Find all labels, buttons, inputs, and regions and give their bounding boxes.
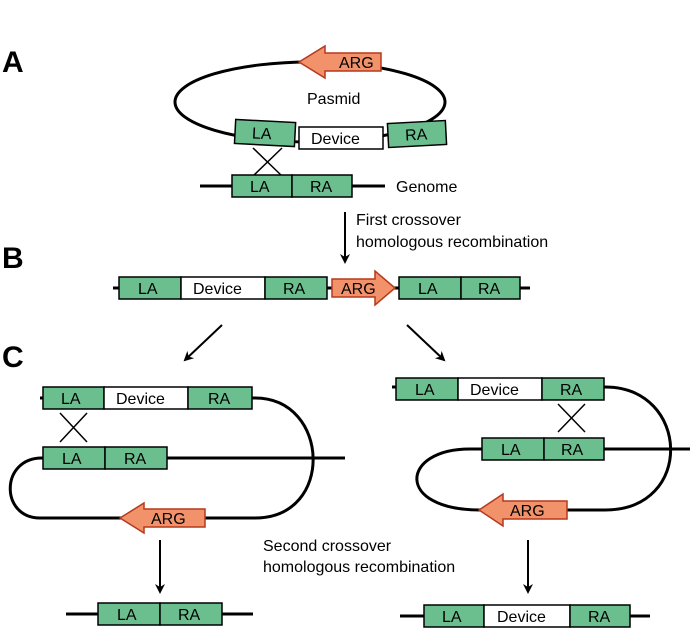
crossover-x-a [252, 147, 283, 177]
crossover-x-right [557, 403, 586, 433]
left-loop-top-line [8, 396, 315, 520]
panel-b: B LA Device RA ARG LA RA [2, 242, 530, 307]
right-mid-ra-label: RA [561, 442, 584, 459]
plasmid-la-label: LA [252, 125, 273, 143]
second-crossover-caption-line2: homologous recombination [263, 559, 455, 576]
plasmid-device-label: Device [311, 131, 360, 148]
plasmid-ra-label: RA [405, 126, 428, 144]
left-top-ra-box: RA [187, 386, 253, 410]
genome-ra-box: RA [291, 174, 353, 198]
right-result-device-label: Device [497, 609, 546, 626]
left-top-device-label: Device [116, 391, 165, 408]
b-ra-label-2: RA [478, 281, 501, 298]
left-mid-ra-box: RA [104, 446, 168, 470]
left-branch-arrow [183, 324, 223, 362]
panel-c-label: C [2, 341, 24, 374]
right-arg-gene: ARG [477, 492, 568, 528]
left-result-la-label: LA [117, 607, 137, 624]
b-device-label: Device [193, 281, 242, 298]
left-arg-gene: ARG [118, 501, 206, 535]
b-arg-label: ARG [341, 281, 376, 298]
left-result-la-box: LA [97, 602, 161, 626]
b-arg-gene: ARG [331, 269, 397, 307]
right-top-ra-label: RA [560, 382, 583, 399]
crossover-x-left [59, 412, 88, 443]
b-la-box-1: LA [118, 276, 182, 300]
left-top-la-box: LA [42, 386, 105, 410]
left-arg-label: ARG [151, 511, 186, 528]
panel-a-label: A [2, 46, 24, 79]
left-mid-la-label: LA [62, 451, 82, 468]
right-mid-la-label: LA [501, 442, 521, 459]
first-crossover-caption-line2: homologous recombination [356, 234, 548, 251]
second-crossover-caption-line1: Second crossover [263, 538, 392, 555]
b-la-label-2: LA [418, 281, 438, 298]
right-top-device-label: Device [470, 382, 519, 399]
right-result-la-label: LA [442, 609, 462, 626]
right-top-la-box: LA [395, 377, 459, 401]
right-top-la-label: LA [415, 382, 435, 399]
b-la-label-1: LA [138, 281, 158, 298]
b-ra-box-2: RA [460, 276, 521, 300]
panel-c-left: LA Device RA LA RA ARG LA [8, 386, 345, 626]
first-crossover-caption-line1: First crossover [356, 212, 462, 229]
panel-b-label: B [2, 242, 24, 275]
b-la-box-2: LA [398, 276, 462, 300]
plasmid-device-box: Device [298, 126, 384, 150]
right-result-ra-box: RA [569, 604, 631, 628]
right-arg-arrow [477, 492, 568, 528]
left-top-device-box: Device [103, 386, 189, 410]
right-top-device-box: Device [457, 377, 543, 401]
left-arg-arrow [118, 501, 206, 535]
plasmid-arg-gene: ARG [297, 44, 382, 80]
b-device-box: Device [180, 276, 266, 300]
right-arg-label: ARG [510, 503, 545, 520]
right-branch-arrow [406, 324, 446, 362]
left-mid-ra-label: RA [124, 451, 147, 468]
plasmid-label: Pasmid [307, 91, 360, 108]
plasmid-ra-box: RA [386, 119, 448, 149]
b-ra-label-1: RA [283, 281, 306, 298]
genome-la-label: LA [250, 179, 270, 196]
b-ra-box-1: RA [264, 276, 328, 300]
right-top-ra-box: RA [541, 377, 605, 401]
plasmid-arg-arrow [297, 44, 382, 80]
b-arg-arrow [331, 269, 397, 307]
genome-ra-label: RA [310, 179, 333, 196]
left-mid-la-box: LA [42, 446, 106, 470]
left-result-ra-label: RA [178, 607, 201, 624]
right-result-ra-label: RA [588, 609, 611, 626]
panel-a: A Pasmid ARG LA Device RA LA [2, 44, 457, 198]
right-result-device-box: Device [483, 604, 571, 628]
right-result-la-box: LA [423, 604, 485, 628]
genome-label: Genome [396, 179, 457, 196]
left-top-la-label: LA [61, 391, 81, 408]
genome-la-box: LA [231, 174, 293, 198]
left-result-ra-box: RA [159, 602, 223, 626]
plasmid-la-box: LA [233, 118, 297, 148]
right-mid-ra-box: RA [543, 437, 605, 461]
left-top-ra-label: RA [208, 391, 231, 408]
right-mid-la-box: LA [481, 437, 545, 461]
right-loop-line [392, 385, 690, 512]
panel-c-right: LA Device RA LA RA ARG LA [392, 377, 690, 628]
plasmid-arg-label: ARG [339, 55, 374, 72]
